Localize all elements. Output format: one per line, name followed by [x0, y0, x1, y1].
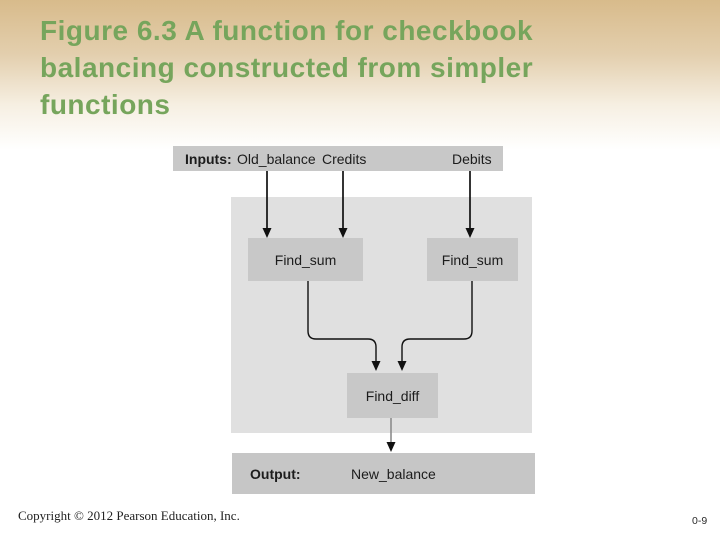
find-sum-right-label: Find_sum — [441, 251, 504, 268]
find-sum-left-label: Find_sum — [274, 251, 337, 268]
slide-title-line-1: Figure 6.3 A function for checkbook — [40, 15, 534, 46]
slide-title-line-3: functions — [40, 89, 171, 120]
find-diff-label: Find_diff — [365, 387, 420, 404]
page-number: 0-9 — [692, 515, 708, 527]
input-credits: Credits — [322, 150, 367, 167]
find-sum-left-box: Find_sum — [248, 238, 363, 281]
arrowhead-output — [386, 442, 396, 452]
inputs-bar: Inputs: Old_balance Credits Debits — [173, 146, 503, 171]
inputs-label: Inputs: — [185, 150, 232, 167]
slide-title: Figure 6.3 A function for checkbook bala… — [40, 12, 640, 123]
find-sum-right-box: Find_sum — [427, 238, 518, 281]
slide-title-line-2: balancing constructed from simpler — [40, 52, 534, 83]
input-old-balance: Old_balance — [237, 150, 316, 167]
copyright-text: Copyright © 2012 Pearson Education, Inc. — [18, 508, 240, 523]
find-diff-box: Find_diff — [347, 373, 438, 418]
input-debits: Debits — [452, 150, 492, 167]
output-new-balance: New_balance — [351, 465, 436, 482]
output-bar: Output: New_balance — [232, 453, 535, 494]
output-label: Output: — [250, 465, 301, 482]
